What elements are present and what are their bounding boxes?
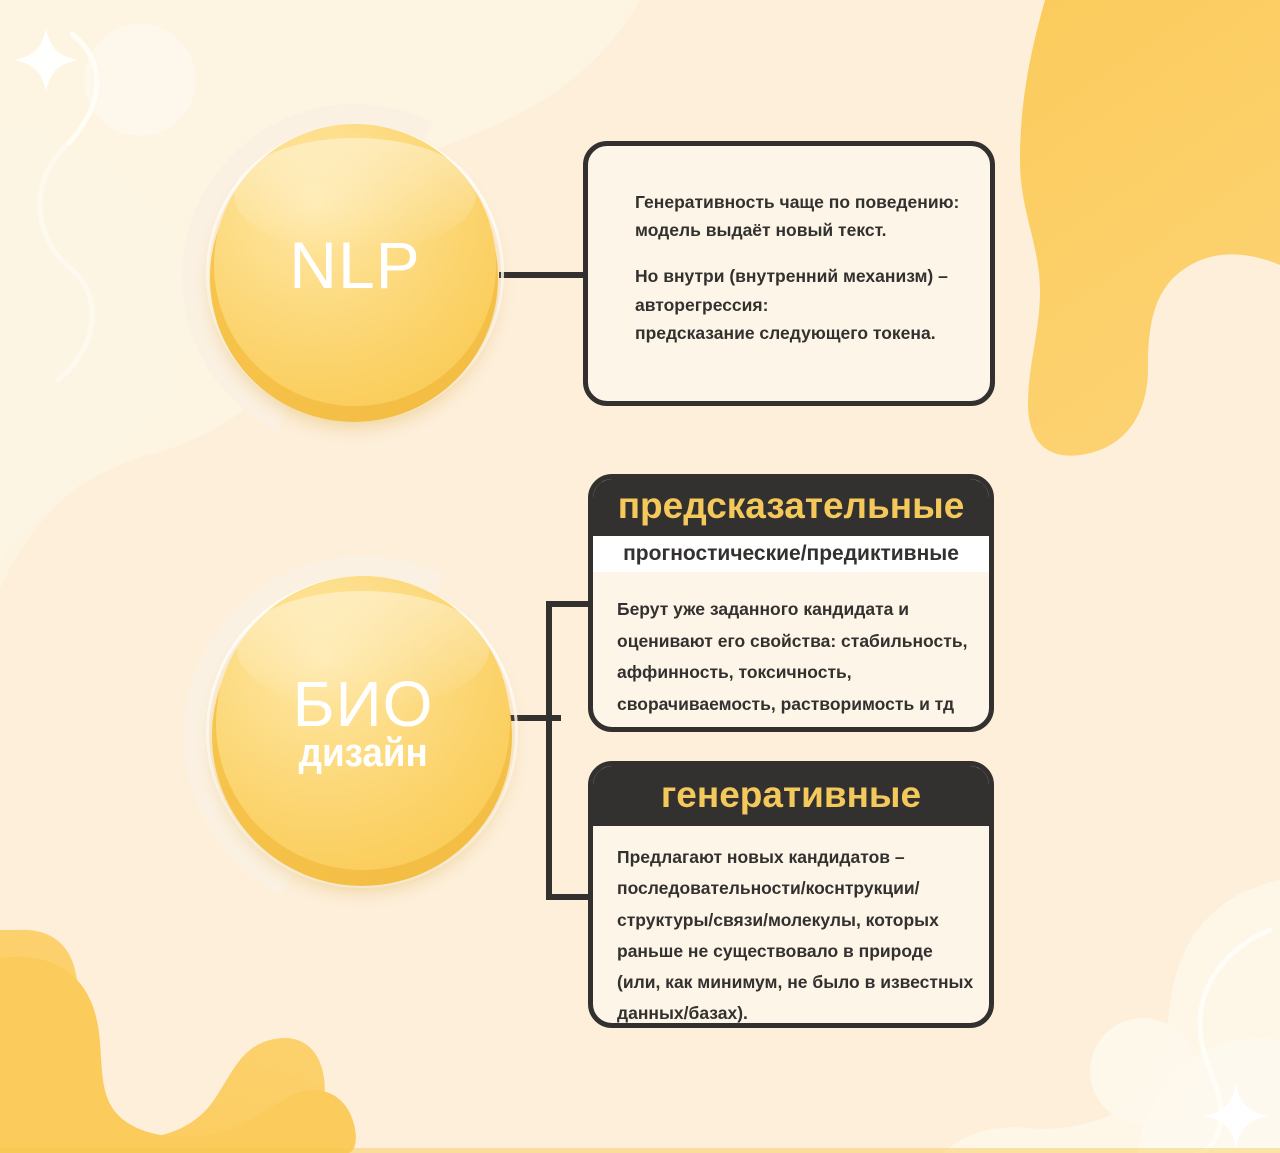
sparkle-icon-bottom-right [1204, 1084, 1268, 1148]
blob-shape-bottom-left [0, 929, 325, 1153]
text-line: Берут уже заданного кандидата и [617, 599, 910, 620]
text-line: сворачиваемость, растворимость и тд [617, 693, 955, 714]
circle-shape-bottom-right [1090, 1018, 1196, 1124]
pale-wash-bottom-right-2 [1138, 1038, 1280, 1153]
text-line: авторегрессия: [635, 294, 769, 315]
node-biodesign-sublabel: дизайн [298, 731, 428, 776]
node-nlp[interactable]: NLP [137, 59, 573, 495]
card-generative-header: генеративные [593, 766, 989, 827]
sparkle-icon-top-left [14, 28, 78, 92]
text-line: раньше не существовало в природе [617, 940, 933, 961]
text-line [635, 245, 962, 263]
text-line: оценивают его свойства: стабильность, [617, 630, 968, 651]
card-predictive-body: Берут уже заданного кандидата и оценивают… [593, 572, 989, 720]
card-nlp[interactable]: Генеративность чаще по поведению: модель … [583, 141, 995, 406]
blob-shape-bottom-left-main [0, 956, 356, 1153]
card-predictive[interactable]: предсказательные прогностические/предикт… [588, 474, 994, 732]
card-nlp-body: Генеративность чаще по поведению: модель … [588, 146, 990, 347]
text-line: Предлагают новых кандидатов – [617, 847, 905, 868]
node-biodesign-label: БИО [292, 667, 434, 740]
connector-bio-spine [546, 601, 552, 900]
connector-bio-arm-predictive [546, 601, 602, 607]
coin-face-disc: БИО дизайн [216, 576, 510, 870]
text-line: предсказание следующего токена. [635, 322, 936, 343]
text-line: модель выдаёт новый текст. [635, 220, 887, 241]
coin-face-disc: NLP [214, 124, 496, 406]
card-predictive-subheader: прогностические/предиктивные [593, 535, 989, 573]
text-line: (или, как минимум, не было в известных [617, 971, 974, 992]
text-line: структуры/связи/молекулы, которых [617, 909, 939, 930]
text-line: данных/базах). [617, 1003, 748, 1024]
blob-shape-top-right [1020, 0, 1280, 456]
node-biodesign[interactable]: БИО дизайн [137, 509, 589, 961]
wave-line-top-left [37, 31, 100, 383]
connector-bio-arm-generative [546, 894, 602, 900]
pale-wash-left [0, 120, 192, 590]
text-line: Генеративность чаще по поведению: [635, 192, 960, 212]
circle-shape-top-left [84, 24, 196, 136]
text-line: Но внутри (внутренний механизм) – [635, 266, 948, 287]
card-generative[interactable]: генеративные Предлагают новых кандидатов… [588, 761, 994, 1028]
bottom-edge-line [0, 1148, 1280, 1153]
card-predictive-header: предсказательные [593, 479, 989, 536]
connector-bio-stub [499, 715, 561, 721]
card-generative-body: Предлагают новых кандидатов – последоват… [593, 826, 989, 1024]
text-line: последовательности/коснтрукции/ [617, 878, 920, 899]
node-nlp-label: NLP [289, 227, 421, 302]
pale-wash-bottom-right [944, 880, 1280, 1153]
wave-line-bottom-right [1193, 927, 1273, 1153]
text-line: аффинность, токсичность, [617, 662, 852, 683]
